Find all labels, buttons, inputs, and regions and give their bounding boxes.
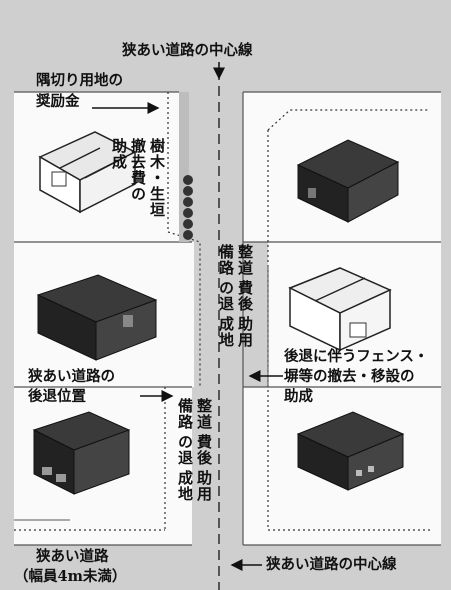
house-icon (32, 411, 131, 495)
road-dev-upper-col4: の退 (217, 280, 235, 312)
road-dev-upper-label: 整道 備路 (217, 244, 254, 276)
fence-label-3: 助成 (284, 388, 313, 405)
road-dev-upper-col6: 成地 (217, 316, 235, 348)
road-dev-lower-col1: 整道 (195, 398, 213, 430)
center-line-bottom-label: 狭あい道路の中心線 (266, 556, 397, 573)
road-dev-lower-label: 整道 備路 (176, 398, 213, 430)
narrow-road-label-1: 狭あい道路 (36, 548, 109, 565)
road-dev-lower-col2: 備路 (176, 398, 194, 430)
road-dev-upper-col3: 費後 (236, 280, 254, 312)
tree-removal-col3: 助成 (110, 138, 128, 170)
corner-cut-label-1: 隅切り用地の (36, 72, 123, 89)
fence-label-2: 塀等の撤去・移設の (284, 368, 415, 385)
road-dev-lower-label-b: 費後 の退 (176, 434, 213, 466)
setback-position-label-1: 狭あい道路の (28, 368, 115, 385)
house-icon (288, 267, 392, 352)
road-dev-lower-col6: 成地 (176, 470, 194, 502)
road-dev-upper-col1: 整道 (236, 244, 254, 276)
corner-cut-label-2: 奨励金 (36, 93, 80, 110)
road-dev-upper-label-b: 費後 の退 (217, 280, 254, 312)
narrow-road-label-2: （幅員4m未満） (14, 568, 127, 585)
road-dev-lower-label-c: 助用 成地 (176, 470, 213, 502)
house-icon (38, 131, 137, 214)
center-line-top-label: 狭あい道路の中心線 (122, 42, 253, 59)
road-dev-lower-col3: 費後 (195, 434, 213, 466)
fence-label-1: 後退に伴うフェンス・ (284, 348, 429, 365)
road-dev-upper-label-c: 助用 成地 (217, 316, 254, 348)
hedge-icon (183, 175, 193, 240)
house-icon (296, 411, 405, 491)
road-dev-upper-col2: 備路 (217, 244, 235, 276)
house-icon (296, 139, 400, 223)
tree-removal-label: 樹木・生垣 撤去費の 助成 (110, 138, 166, 218)
road-dev-lower-col5: 助用 (195, 470, 213, 502)
house-icon (36, 274, 158, 361)
road-dev-upper-col5: 助用 (236, 316, 254, 348)
tree-removal-col2: 撤去費の (129, 138, 147, 202)
setback-position-label-2: 後退位置 (28, 388, 86, 405)
road-dev-lower-col4: の退 (176, 434, 194, 466)
tree-removal-col1: 樹木・生垣 (148, 138, 166, 218)
